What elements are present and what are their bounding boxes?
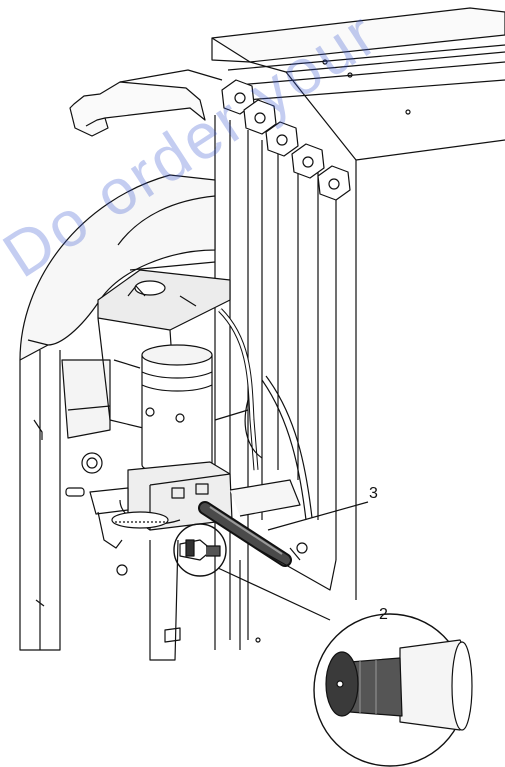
frame-columns	[214, 115, 357, 650]
knob-5	[317, 165, 351, 201]
hook-bracket	[69, 69, 223, 137]
detail-focus-circle	[173, 523, 227, 577]
hoses	[218, 308, 313, 521]
leader-line-3	[267, 501, 369, 531]
magnified-detail	[313, 613, 473, 767]
lower-housing	[116, 539, 337, 661]
pump-lever-rod	[198, 501, 292, 567]
knob-2	[243, 99, 277, 135]
knob-row	[221, 79, 351, 201]
knob-4	[291, 143, 325, 179]
knob-3	[265, 121, 299, 157]
top-cover-plates	[211, 7, 505, 161]
callout-label-3: 3	[369, 485, 378, 502]
gear-disc	[111, 511, 169, 529]
electric-motor	[141, 344, 213, 476]
left-frame	[19, 350, 111, 651]
reservoir-tank	[97, 269, 231, 433]
pump-block	[89, 461, 301, 549]
callout-label-2: 2	[379, 606, 388, 623]
curved-hood	[19, 174, 216, 361]
leader-line-2	[217, 567, 331, 621]
